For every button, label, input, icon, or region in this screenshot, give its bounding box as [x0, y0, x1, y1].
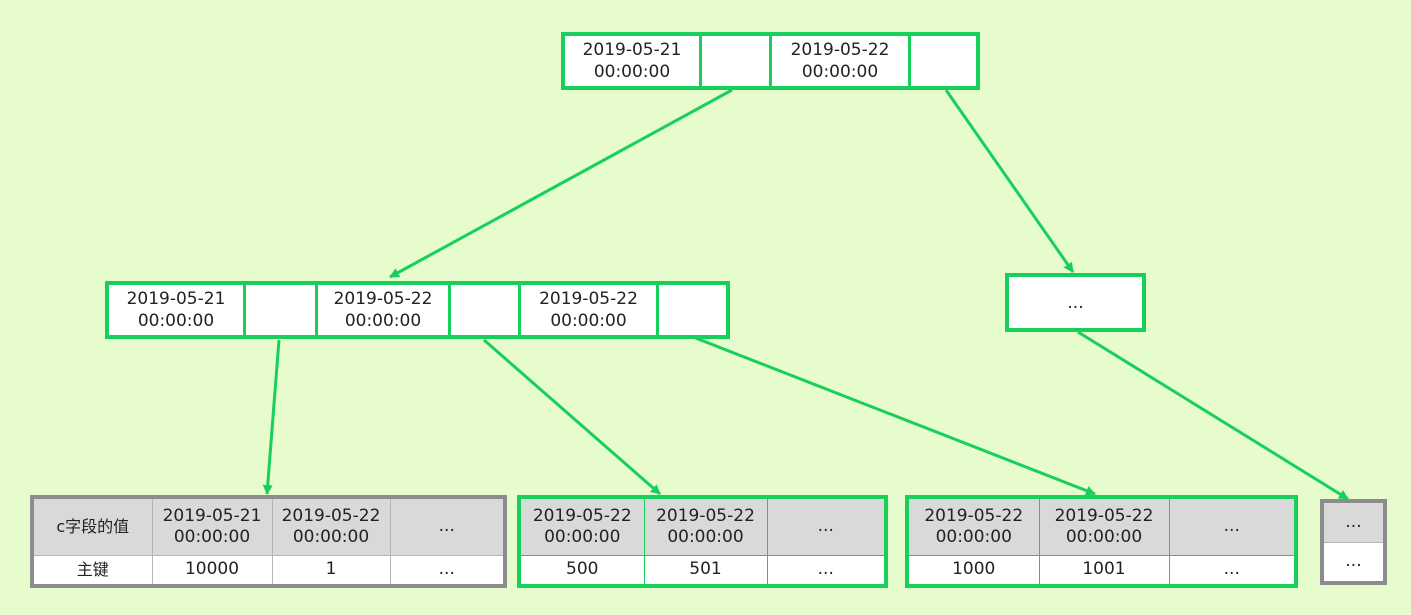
pk-cell: 10000 — [151, 554, 273, 584]
leaf-node-1: c字段的值 2019-05-21 00:00:00 2019-05-22 00:… — [30, 495, 507, 588]
key-cell: ... — [389, 499, 503, 556]
root-key-cell: 2019-05-21 00:00:00 — [565, 36, 702, 86]
leaf-1-value-row: 主键 10000 1 ... — [34, 554, 503, 584]
root-pointer-cell — [911, 36, 976, 86]
pk-cell: 1 — [271, 554, 391, 584]
pk-cell: ... — [389, 554, 503, 584]
mid-pointer-cell — [659, 285, 726, 335]
arrow-mid-right-to-leaf4 — [1077, 330, 1349, 501]
pk-cell: 1000 — [909, 554, 1040, 584]
root-key-cell: 2019-05-22 00:00:00 — [772, 36, 911, 86]
pk-cell: ... — [766, 554, 884, 584]
leaf-1-table: c字段的值 2019-05-21 00:00:00 2019-05-22 00:… — [34, 499, 503, 584]
key-cell: ... — [1168, 499, 1294, 556]
mid-key-cell: 2019-05-21 00:00:00 — [109, 285, 246, 335]
leaf-3-value-row: 1000 1001 ... — [909, 554, 1294, 584]
root-pointer-cell — [702, 36, 772, 86]
leaf-node-2: 2019-05-22 00:00:00 2019-05-22 00:00:00 … — [517, 495, 888, 588]
key-cell: ... — [766, 499, 884, 556]
arrow-mid-left-to-leaf1 — [262, 339, 281, 495]
mid-key-cell: 2019-05-22 00:00:00 — [318, 285, 451, 335]
key-cell: 2019-05-22 00:00:00 — [271, 499, 391, 556]
pk-cell: 1001 — [1038, 554, 1170, 584]
ellipsis-cell: ... — [1067, 292, 1084, 313]
arrow-root-to-mid-right — [944, 89, 1075, 273]
key-cell: ... — [1324, 503, 1383, 543]
leaf-4-key-row: ... — [1324, 503, 1383, 543]
pk-cell: ... — [1324, 541, 1383, 581]
leaf-node-3: 2019-05-22 00:00:00 2019-05-22 00:00:00 … — [905, 495, 1298, 588]
internal-node-right: ... — [1005, 273, 1146, 332]
pk-cell: 501 — [643, 554, 768, 584]
mid-pointer-cell — [451, 285, 521, 335]
leaf-4-table: ... ... — [1324, 503, 1383, 581]
internal-node-left: 2019-05-21 00:00:00 2019-05-22 00:00:00 … — [105, 281, 730, 339]
arrow-mid-left-to-leaf2 — [483, 338, 661, 496]
mid-pointer-cell — [246, 285, 318, 335]
leaf-2-table: 2019-05-22 00:00:00 2019-05-22 00:00:00 … — [521, 499, 884, 584]
key-cell: 2019-05-22 00:00:00 — [643, 499, 768, 556]
leaf-1-key-row: c字段的值 2019-05-21 00:00:00 2019-05-22 00:… — [34, 499, 503, 556]
pk-label-cell: 主键 — [34, 554, 153, 584]
key-cell: 2019-05-22 00:00:00 — [909, 499, 1040, 556]
arrow-root-to-mid-left — [389, 88, 733, 279]
mid-key-cell: 2019-05-22 00:00:00 — [521, 285, 659, 335]
leaf-node-4: ... ... — [1320, 499, 1387, 585]
pk-cell: 500 — [521, 554, 645, 584]
arrow-mid-left-to-leaf3 — [692, 335, 1096, 496]
key-label-cell: c字段的值 — [34, 499, 153, 556]
leaf-2-value-row: 500 501 ... — [521, 554, 884, 584]
leaf-3-table: 2019-05-22 00:00:00 2019-05-22 00:00:00 … — [909, 499, 1294, 584]
key-cell: 2019-05-21 00:00:00 — [151, 499, 273, 556]
leaf-2-key-row: 2019-05-22 00:00:00 2019-05-22 00:00:00 … — [521, 499, 884, 556]
pk-cell: ... — [1168, 554, 1294, 584]
leaf-3-key-row: 2019-05-22 00:00:00 2019-05-22 00:00:00 … — [909, 499, 1294, 556]
key-cell: 2019-05-22 00:00:00 — [1038, 499, 1170, 556]
key-cell: 2019-05-22 00:00:00 — [521, 499, 645, 556]
root-node: 2019-05-21 00:00:00 2019-05-22 00:00:00 — [561, 32, 980, 90]
leaf-4-value-row: ... — [1324, 541, 1383, 581]
